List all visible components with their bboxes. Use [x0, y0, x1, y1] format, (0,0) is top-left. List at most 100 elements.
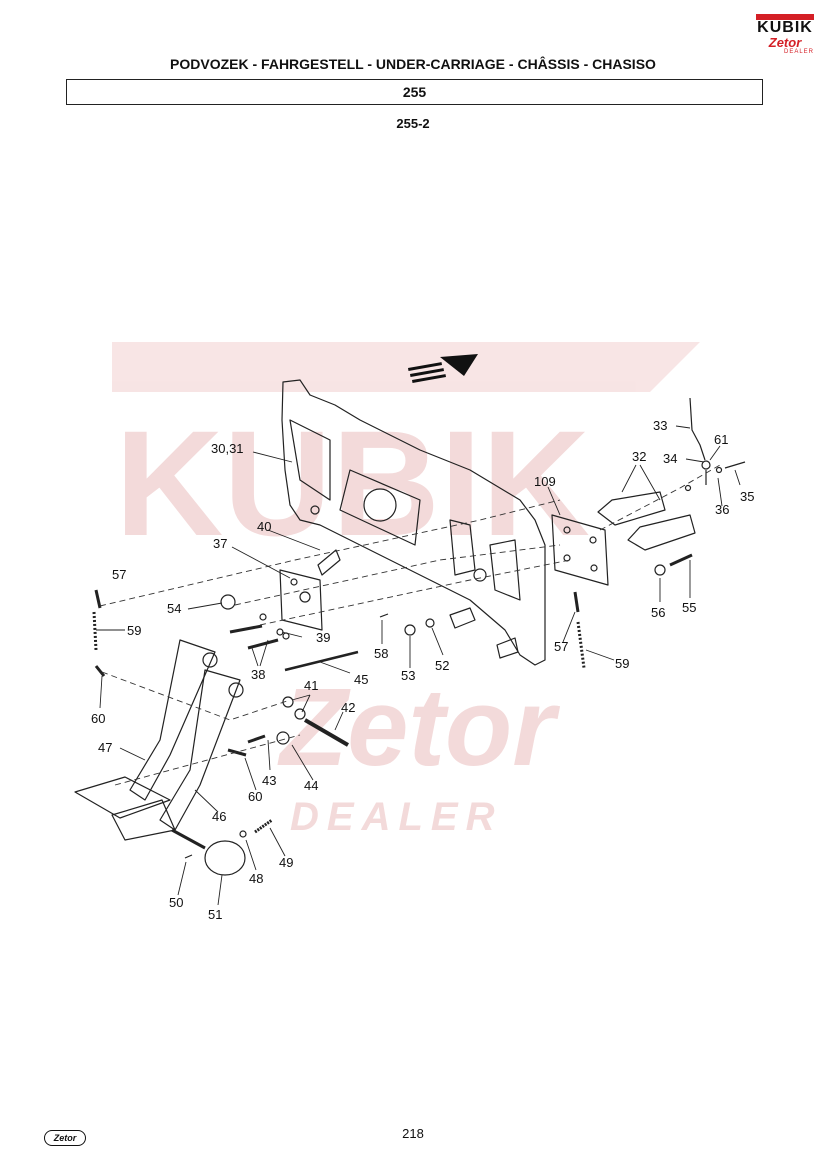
ball-48: [239, 830, 247, 838]
callout-55: 55: [682, 600, 696, 615]
callout-44: 44: [304, 778, 318, 793]
pin-60-left: [94, 665, 106, 677]
bolt-38b: [247, 638, 279, 650]
logo-brand: KUBIK: [757, 19, 813, 36]
drawing: [74, 379, 746, 876]
callout-36: 36: [715, 502, 729, 517]
callout-33: 33: [653, 418, 667, 433]
callout-35: 35: [740, 489, 754, 504]
bracket-ear-left: [289, 419, 331, 501]
bolt-57-right: [573, 591, 580, 613]
callout-57-left: 57: [112, 567, 126, 582]
callout-53: 53: [401, 668, 415, 683]
spring-59-right: [576, 621, 586, 669]
spring-59-left: [92, 611, 98, 651]
cap-51: [204, 840, 246, 876]
pedal-lever-47: [129, 639, 216, 801]
callout-42: 42: [341, 700, 355, 715]
logo-zetor: Zetor: [768, 35, 802, 50]
callout-45: 45: [354, 672, 368, 687]
callout-48: 48: [249, 871, 263, 886]
pedal-pad-47: [74, 776, 171, 819]
pin-60-right: [227, 748, 247, 757]
callout-38: 38: [251, 667, 265, 682]
bracket-ear-right: [489, 539, 521, 601]
callout-47: 47: [98, 740, 112, 755]
bolt-43: [247, 734, 266, 744]
callout-43: 43: [262, 773, 276, 788]
watermark-brand: KUBIK: [115, 399, 590, 567]
callout-109: 109: [534, 474, 556, 489]
callout-52: 52: [435, 658, 449, 673]
callout-59-left: 59: [127, 623, 141, 638]
bracket-bolt-hole: [310, 505, 320, 515]
bracket-hole: [363, 488, 397, 522]
callout-32: 32: [632, 449, 646, 464]
kubik-zetor-logo: KUBIK Zetor DEALER: [756, 14, 814, 60]
callout-54: 54: [167, 601, 181, 616]
rod-pin: [171, 828, 206, 850]
bolt-38a: [229, 624, 263, 634]
nut-54: [220, 594, 236, 610]
watermark-zetor: Zetor: [277, 666, 560, 789]
watermark-dealer: DEALER: [290, 795, 502, 839]
callout-57-right: 57: [554, 639, 568, 654]
bracket-plate: [339, 469, 421, 546]
callout-60-left: 60: [91, 711, 105, 726]
bolt-57-left: [94, 589, 102, 609]
pin-42: [303, 718, 350, 747]
callout-41: 41: [304, 678, 318, 693]
bushing-41b: [294, 708, 306, 720]
assembly-lines: [99, 464, 721, 786]
brake-pipe: [689, 397, 706, 461]
callout-labels: 30,31 33 61 34 32 35 36 109 40 37 57 54 …: [91, 418, 754, 922]
callout-56: 56: [651, 605, 665, 620]
pedal-shaft-45: [284, 650, 359, 672]
leader-lines: [96, 425, 741, 906]
zetor-footer-logo: Zetor: [44, 1130, 86, 1146]
rubber-stop-1: [449, 607, 476, 629]
section-number-box: 255: [66, 79, 763, 105]
master-cylinder-1: [597, 491, 666, 526]
callout-37: 37: [213, 536, 227, 551]
logo-dealer: DEALER: [783, 49, 814, 55]
page-number: 218: [402, 1126, 424, 1141]
callout-59-right: 59: [615, 656, 629, 671]
rubber-stop-2: [496, 637, 519, 659]
pin-50: [184, 854, 193, 859]
callout-49: 49: [279, 855, 293, 870]
callout-61: 61: [714, 432, 728, 447]
pedal-hub-1: [202, 652, 218, 668]
logo-bar: [756, 14, 814, 20]
pedal-bracket: [281, 379, 546, 666]
subsection-number: 255-2: [396, 116, 430, 131]
bolt-55: [669, 553, 693, 567]
section-number: 255: [402, 84, 427, 100]
callout-58: 58: [374, 646, 388, 661]
switch-40: [317, 549, 341, 576]
callout-40: 40: [257, 519, 271, 534]
watermark-band: [112, 342, 700, 392]
callout-60-right: 60: [248, 789, 262, 804]
washer-52: [425, 618, 435, 628]
watermark: KUBIK Zetor DEALER: [112, 342, 700, 839]
banjo-fitting: [701, 460, 711, 470]
callout-39: 39: [316, 630, 330, 645]
page-title: PODVOZEK - FAHRGESTELL - UNDER-CARRIAGE …: [170, 56, 656, 72]
direction-arrow-icon: [408, 354, 478, 383]
nut-56: [654, 564, 666, 576]
gasket-plate-109: [551, 514, 609, 586]
bracket-pin-hole: [473, 568, 487, 582]
plate-37: [279, 569, 323, 631]
spring-49: [254, 818, 273, 834]
callout-34: 34: [663, 451, 677, 466]
callout-46: 46: [212, 809, 226, 824]
callout-51: 51: [208, 907, 222, 922]
callout-30-31: 30,31: [211, 441, 244, 456]
callout-50: 50: [169, 895, 183, 910]
pedal-pad-46: [111, 799, 176, 841]
pedal-hub-2: [228, 682, 244, 698]
banjo-bolt: [724, 461, 746, 469]
pin-58: [379, 613, 389, 618]
